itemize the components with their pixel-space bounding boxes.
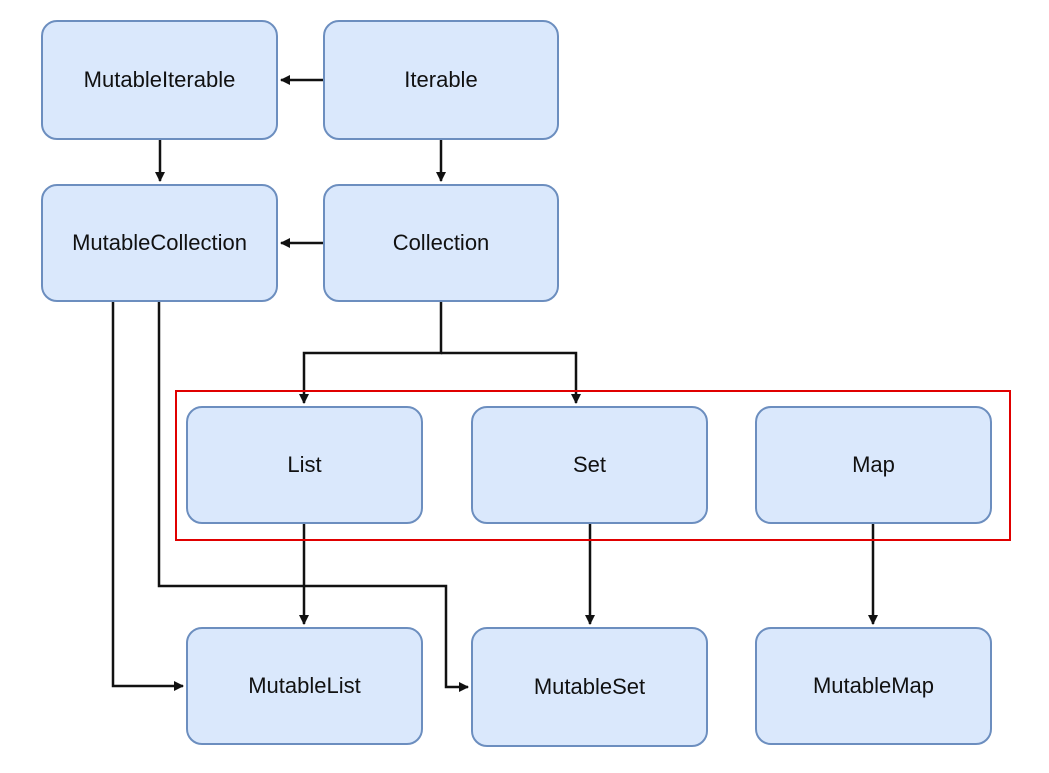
node-mutable-set: MutableSet xyxy=(471,627,708,747)
node-list: List xyxy=(186,406,423,524)
node-mutable-iterable: MutableIterable xyxy=(41,20,278,140)
node-label: Collection xyxy=(392,230,490,255)
node-map: Map xyxy=(755,406,992,524)
node-label: MutableIterable xyxy=(83,67,236,92)
node-label: Iterable xyxy=(404,67,478,92)
node-mutable-list: MutableList xyxy=(186,627,423,745)
node-label: Set xyxy=(572,452,607,477)
node-mutable-map: MutableMap xyxy=(755,627,992,745)
node-label: MutableList xyxy=(248,673,361,698)
node-set: Set xyxy=(471,406,708,524)
node-iterable: Iterable xyxy=(323,20,559,140)
node-label: Map xyxy=(852,452,895,477)
highlight-box xyxy=(175,390,1011,541)
node-mutable-collection: MutableCollection xyxy=(41,184,278,302)
arrow-mutable-collection-to-mutable-set xyxy=(157,302,469,692)
node-label: List xyxy=(287,452,322,477)
arrow-collection-to-set xyxy=(441,351,581,404)
node-label: MutableCollection xyxy=(72,230,247,255)
arrow-mutable-collection-to-mutable-list xyxy=(111,302,184,691)
node-label: MutableSet xyxy=(533,674,646,699)
node-collection: Collection xyxy=(323,184,559,302)
arrow-collection-to-list xyxy=(299,302,443,404)
node-label: MutableMap xyxy=(812,673,935,698)
